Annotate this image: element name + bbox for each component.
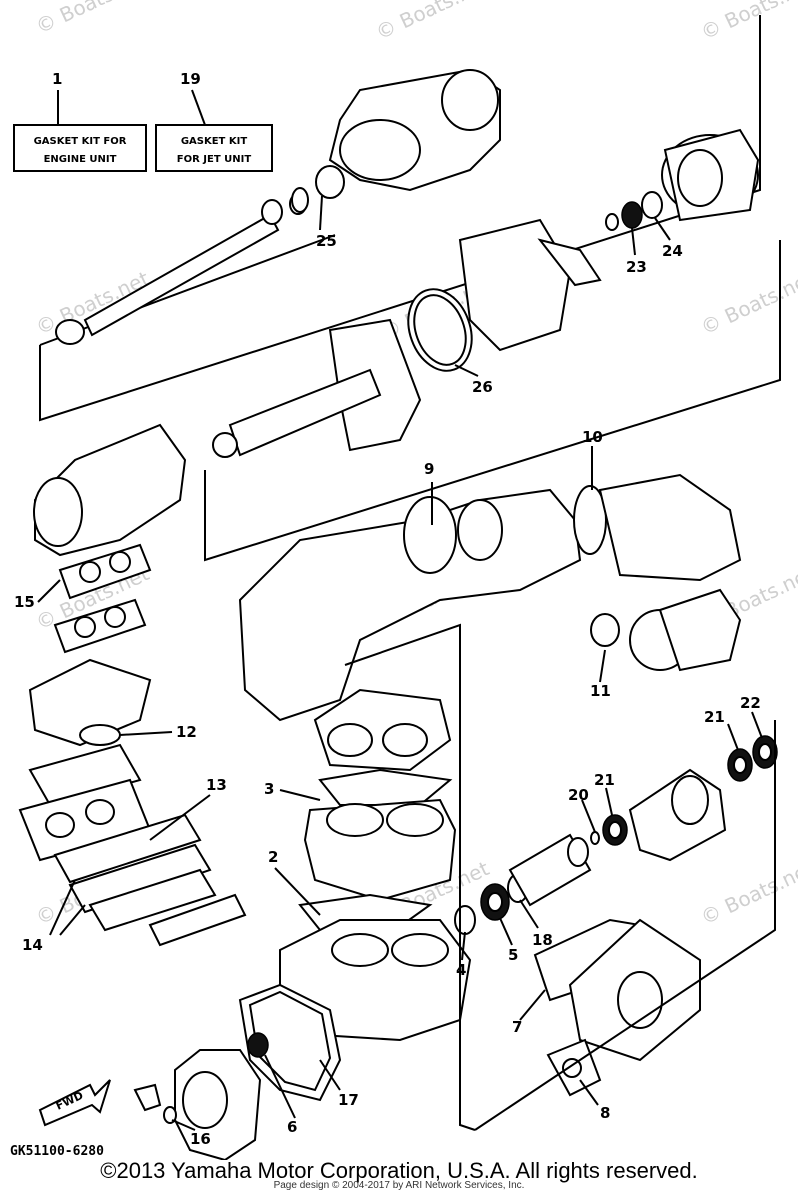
gasket-kit-jet-unit[interactable]: 19 GASKET KIT FOR JET UNIT	[155, 70, 273, 172]
callout-2: 2	[268, 848, 278, 866]
reed-valve-gaskets	[53, 813, 247, 947]
callout-21: 21	[594, 771, 615, 789]
watermark: © Boats.net	[697, 0, 798, 45]
exhaust-pipe	[212, 318, 422, 458]
callout-21: 21	[704, 708, 725, 726]
callout-9: 9	[424, 460, 434, 478]
bearing-and-seal	[605, 191, 663, 231]
callout-10: 10	[582, 428, 603, 446]
flywheel-cover	[174, 1049, 262, 1160]
callout-1: 1	[52, 70, 62, 88]
engine-frame	[344, 623, 776, 1131]
callout-24: 24	[662, 242, 683, 260]
head-gasket	[318, 768, 453, 806]
leader-lines	[37, 195, 763, 1131]
callout-19: 19	[180, 70, 201, 88]
callout-26: 26	[472, 378, 493, 396]
kit-label-line1: GASKET KIT	[181, 136, 248, 147]
kit-label-line1: GASKET KIT FOR	[34, 136, 127, 147]
cylinder	[303, 798, 457, 902]
jet-pump-housing	[458, 128, 760, 352]
kit-box	[155, 124, 273, 172]
callout-labels: 2 3 4 5 6 7 8 9 10 11 12 13 14 15 16 17 …	[14, 232, 761, 1148]
callout-18: 18	[532, 931, 553, 949]
watermark: © Boats.net	[372, 0, 493, 45]
exploded-parts-diagram: © Boats.net © Boats.net © Boats.net © Bo…	[10, 0, 798, 1160]
callout-3: 3	[264, 780, 274, 798]
gasket-kit-engine-unit[interactable]: 1 GASKET KIT FOR ENGINE UNIT	[13, 70, 147, 172]
callout-4: 4	[456, 961, 466, 979]
small-parts-16	[133, 1083, 177, 1124]
callout-15: 15	[14, 593, 35, 611]
callout-23: 23	[626, 258, 647, 276]
crankshaft-end	[508, 833, 592, 907]
bearing-housing-20-21	[590, 735, 778, 862]
fwd-arrow: FWD	[38, 1079, 111, 1127]
callout-11: 11	[590, 682, 611, 700]
callout-12: 12	[176, 723, 197, 741]
exhaust-cover	[533, 918, 701, 1062]
o-ring-26	[407, 288, 473, 372]
callout-8: 8	[600, 1104, 610, 1122]
callout-25: 25	[316, 232, 337, 250]
callout-5: 5	[508, 946, 518, 964]
diagram-code: GK51100-6280	[10, 1144, 104, 1159]
watermark: © Boats.net	[697, 856, 798, 929]
exhaust-manifold	[28, 658, 152, 747]
cover-8	[546, 1038, 602, 1097]
callout-14: 14	[22, 936, 43, 954]
watermark: © Boats.net	[697, 266, 798, 339]
exhaust-pipe-main	[238, 473, 742, 722]
intermediate-housing	[328, 68, 501, 192]
page-design-credit: Page design © 2004-2017 by ARI Network S…	[273, 1180, 525, 1191]
exhaust-chamber	[33, 423, 187, 557]
kit-label-line2: FOR JET UNIT	[177, 154, 252, 165]
drive-shaft	[55, 193, 307, 345]
copyright-notice: ©2013 Yamaha Motor Corporation, U.S.A. A…	[100, 1158, 698, 1183]
callout-13: 13	[206, 776, 227, 794]
callout-16: 16	[190, 1130, 211, 1148]
callout-6: 6	[287, 1118, 297, 1136]
callout-17: 17	[338, 1091, 359, 1109]
kit-label-line2: ENGINE UNIT	[44, 154, 117, 165]
exhaust-gasket-15	[53, 543, 152, 654]
callout-7: 7	[512, 1018, 522, 1036]
seal-6	[247, 1032, 269, 1058]
callout-20: 20	[568, 786, 589, 804]
watermark: © Boats.net	[32, 0, 153, 39]
oil-seal	[291, 165, 345, 213]
callout-22: 22	[740, 694, 761, 712]
kit-box	[13, 124, 147, 172]
cylinder-head	[313, 688, 452, 772]
leader-line	[191, 89, 206, 126]
